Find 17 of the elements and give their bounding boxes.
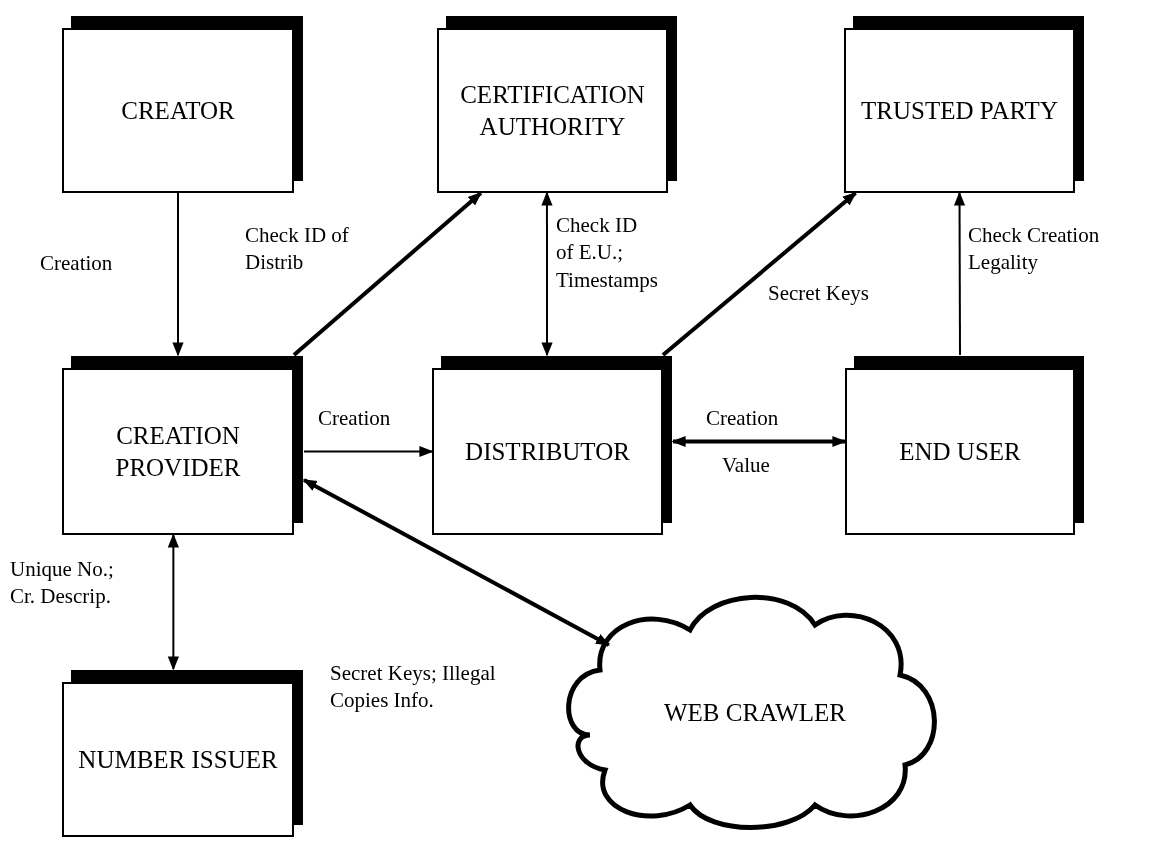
arrow <box>172 192 184 357</box>
node-label: END USER <box>898 436 1022 467</box>
node-label: CERTIFICATION AUTHORITY <box>459 80 646 142</box>
arrow <box>292 191 483 357</box>
arrow <box>953 191 966 356</box>
node-label: CREATION PROVIDER <box>114 421 242 483</box>
arrow <box>541 191 553 357</box>
node-label: WEB CRAWLER <box>663 697 847 728</box>
arrow <box>661 191 857 357</box>
arrow <box>303 445 434 458</box>
arrow <box>671 435 847 448</box>
node-label: CREATOR <box>120 95 236 126</box>
node-label: TRUSTED PARTY <box>860 95 1059 126</box>
arrow <box>167 533 179 671</box>
node-label: DISTRIBUTOR <box>464 436 631 467</box>
arrow <box>302 478 610 647</box>
node-label: NUMBER ISSUER <box>77 744 279 775</box>
